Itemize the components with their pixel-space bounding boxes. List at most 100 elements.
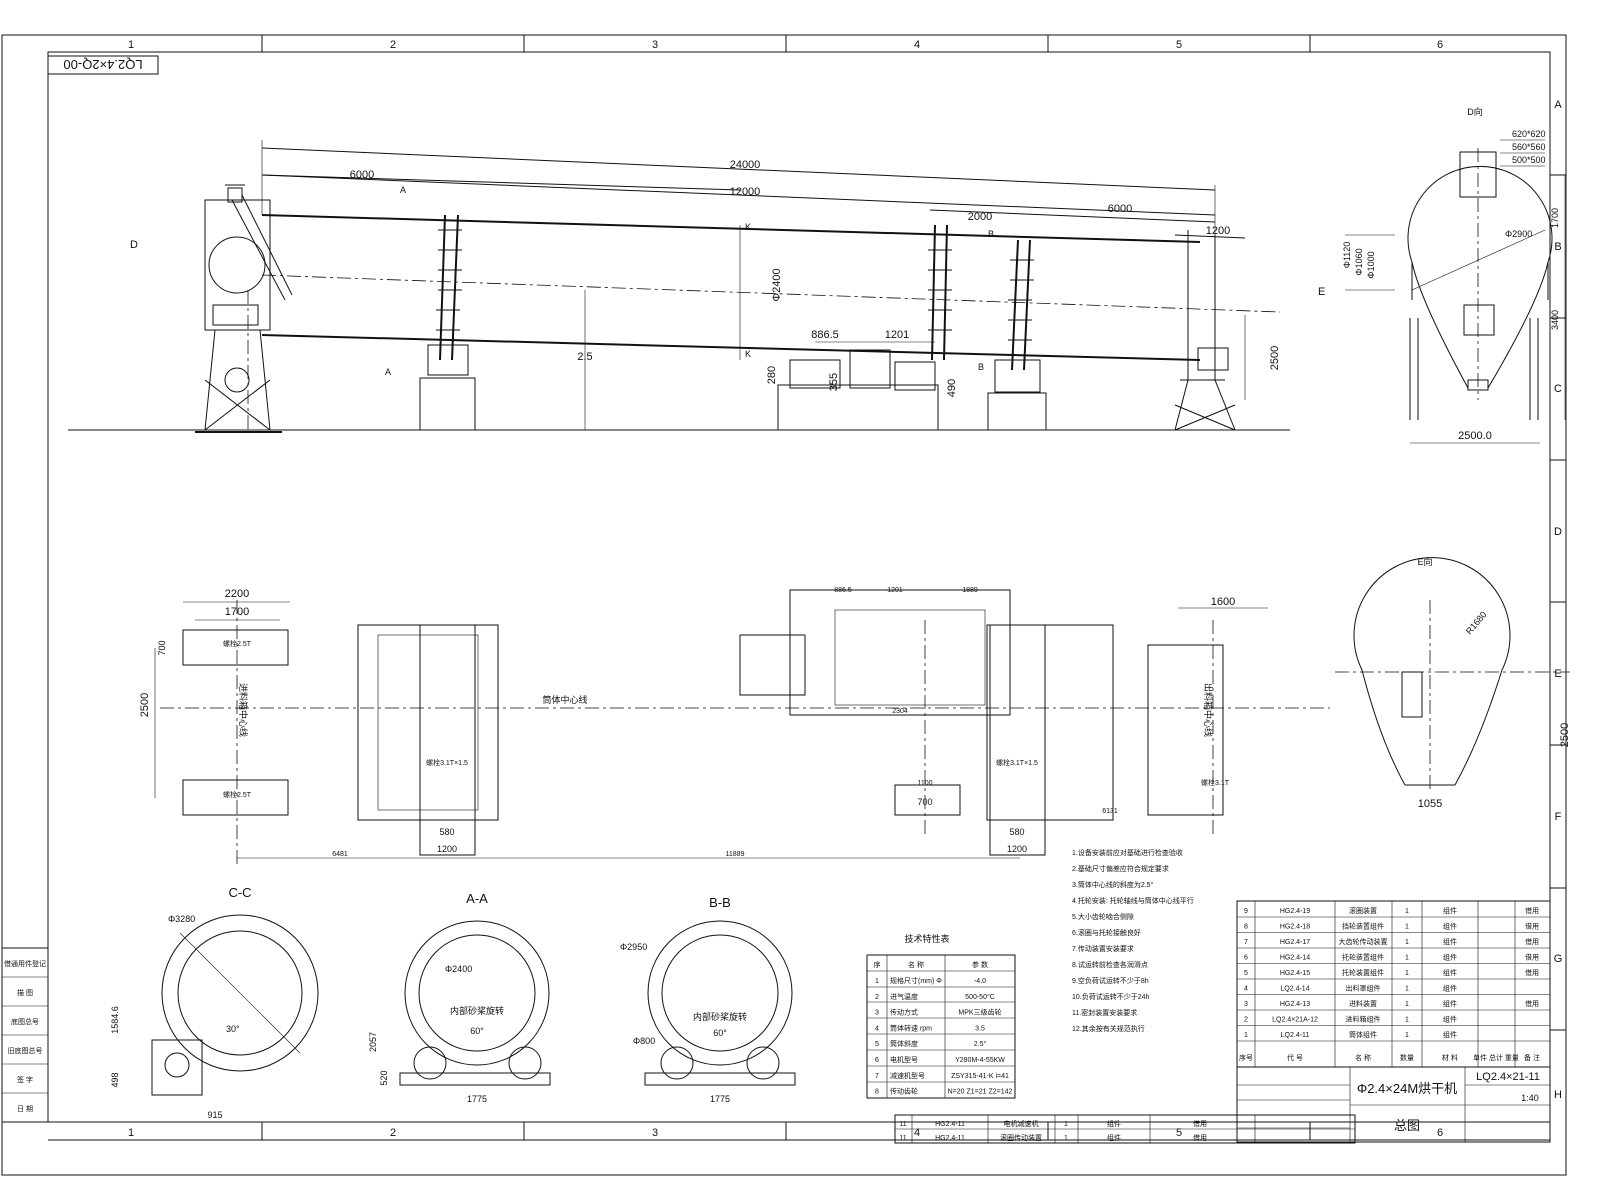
- column-markers-top: 1 2 3 4 5 6: [48, 35, 1550, 53]
- col-4: 4: [914, 39, 920, 51]
- table-cell: N=20 Z1=21 Z2=142: [948, 1089, 1013, 1096]
- svg-text:内部砂桨旋转: 内部砂桨旋转: [693, 1011, 747, 1022]
- table-cell: 5.大小齿轮啮合侧隙: [1072, 912, 1134, 921]
- table-cell: HG2.4-11: [935, 1135, 965, 1142]
- column-markers-bottom: 1 2 3 4 5 6: [48, 1122, 1550, 1141]
- svg-text:D: D: [1554, 526, 1562, 538]
- table-cell: 筒体斜度: [890, 1039, 918, 1048]
- table-cell: 9.空负荷试运转不少于8h: [1072, 976, 1149, 985]
- svg-text:1201: 1201: [885, 329, 909, 341]
- svg-text:签 字: 签 字: [17, 1075, 33, 1084]
- drawing-number-stamp: LQ2.4×2Q-00: [63, 57, 142, 72]
- svg-text:498: 498: [110, 1072, 120, 1087]
- col-2: 2: [390, 39, 396, 51]
- scale: 1:40: [1521, 1093, 1539, 1103]
- table-cell: 组件: [1107, 1133, 1121, 1142]
- table-cell: 11: [899, 1135, 906, 1142]
- table-cell: 传动方式: [890, 1008, 918, 1017]
- svg-text:G: G: [1554, 953, 1563, 965]
- svg-text:B: B: [978, 362, 984, 372]
- table-cell: 进料装置: [1349, 999, 1377, 1008]
- table-cell: 3: [1244, 1001, 1248, 1008]
- table-cell: 8: [1244, 924, 1248, 931]
- table-cell: 5: [1244, 970, 1248, 977]
- svg-text:E: E: [1554, 668, 1561, 680]
- dim-pier-h: 2500: [1269, 346, 1281, 370]
- table-cell: 组件: [1443, 906, 1457, 915]
- dim-left: 6000: [350, 169, 374, 181]
- table-cell: 1: [1064, 1121, 1068, 1128]
- dim-total: 24000: [730, 159, 761, 171]
- col-1: 1: [128, 39, 134, 51]
- svg-text:螺栓3.1T: 螺栓3.1T: [1201, 778, 1230, 787]
- svg-text:Φ1060: Φ1060: [1354, 248, 1364, 275]
- svg-text:620*620: 620*620: [1512, 129, 1546, 139]
- svg-text:1700: 1700: [1550, 208, 1560, 228]
- table-cell: 借用: [1525, 937, 1539, 946]
- table-cell: 1: [1405, 955, 1409, 962]
- svg-text:技术特性表: 技术特性表: [904, 933, 949, 944]
- svg-text:日 期: 日 期: [17, 1105, 33, 1113]
- table-cell: HG2.4-11: [935, 1121, 965, 1128]
- table-cell: 7: [875, 1073, 879, 1080]
- svg-text:A: A: [385, 367, 391, 377]
- svg-text:Φ1000: Φ1000: [1366, 251, 1376, 278]
- table-cell: HG2.4-15: [1280, 970, 1310, 977]
- table-cell: HG2.4-13: [1280, 1001, 1310, 1008]
- table-cell: 组件: [1443, 999, 1457, 1008]
- table-cell: 组件: [1107, 1119, 1121, 1128]
- svg-text:2057: 2057: [368, 1032, 378, 1052]
- svg-text:60°: 60°: [470, 1026, 484, 1036]
- table-cell: 6.滚圈与托轮接触良好: [1072, 928, 1141, 937]
- table-cell: ZSY315-41-K i=41: [951, 1073, 1009, 1080]
- svg-text:3: 3: [652, 1127, 658, 1139]
- table-cell: 4: [875, 1025, 879, 1032]
- table-cell: 1.设备安装前应对基础进行检查验收: [1072, 848, 1183, 857]
- svg-text:560*560: 560*560: [1512, 142, 1546, 152]
- svg-text:1584.6: 1584.6: [110, 1006, 120, 1034]
- svg-text:2: 2: [390, 1127, 396, 1139]
- svg-text:螺栓3.1T×1.5: 螺栓3.1T×1.5: [426, 758, 468, 767]
- table-cell: 1: [1405, 970, 1409, 977]
- svg-text:底图总号: 底图总号: [11, 1017, 39, 1026]
- table-cell: 电机型号: [890, 1055, 918, 1064]
- table-cell: 6: [1244, 955, 1248, 962]
- svg-text:E: E: [1318, 286, 1325, 298]
- table-cell: 借用: [1525, 922, 1539, 931]
- table-cell: 托轮装置组件: [1342, 953, 1384, 962]
- svg-text:A: A: [1554, 99, 1562, 111]
- table-cell: 滚圈装置: [1349, 906, 1377, 915]
- table-cell: 挡轮装置组件: [1342, 922, 1384, 931]
- svg-text:A-A: A-A: [466, 891, 488, 906]
- table-cell: 4.托轮安装: 托轮轴线与筒体中心线平行: [1072, 896, 1194, 905]
- inner-frame: [47, 51, 1551, 1123]
- svg-text:355: 355: [828, 373, 840, 391]
- dim-gear-gap: 2000: [968, 211, 992, 223]
- svg-text:K: K: [745, 349, 751, 359]
- table-cell: 组件: [1443, 984, 1457, 993]
- doc-number: LQ2.4×21-11: [1476, 1071, 1540, 1083]
- table-cell: HG2.4-19: [1280, 908, 1310, 915]
- table-cell: 组件: [1443, 937, 1457, 946]
- table-cell: 组件: [1443, 922, 1457, 931]
- svg-text:C: C: [1554, 383, 1562, 395]
- svg-text:1775: 1775: [467, 1094, 487, 1104]
- svg-text:6: 6: [1437, 1127, 1443, 1139]
- svg-text:11889: 11889: [726, 851, 745, 858]
- dim-right: 6000: [1108, 203, 1132, 215]
- svg-text:490: 490: [946, 379, 958, 397]
- outer-frame: [1, 34, 1567, 1176]
- table-cell: 1: [1405, 939, 1409, 946]
- svg-text:1055: 1055: [1418, 798, 1442, 810]
- table-cell: HG2.4-14: [1280, 955, 1310, 962]
- hood-view-d: D向 Φ2900 620*620 560*560 500*500 Φ1120 Φ…: [1342, 106, 1566, 444]
- table-cell: 筒体组件: [1349, 1030, 1377, 1039]
- col-5: 5: [1176, 39, 1182, 51]
- table-cell: 组件: [1443, 968, 1457, 977]
- svg-text:500*500: 500*500: [1512, 155, 1546, 165]
- svg-text:2304: 2304: [892, 708, 908, 715]
- table-cell: LQ2.4-14: [1280, 986, 1309, 993]
- table-cell: MPK三级齿轮: [958, 1008, 1001, 1017]
